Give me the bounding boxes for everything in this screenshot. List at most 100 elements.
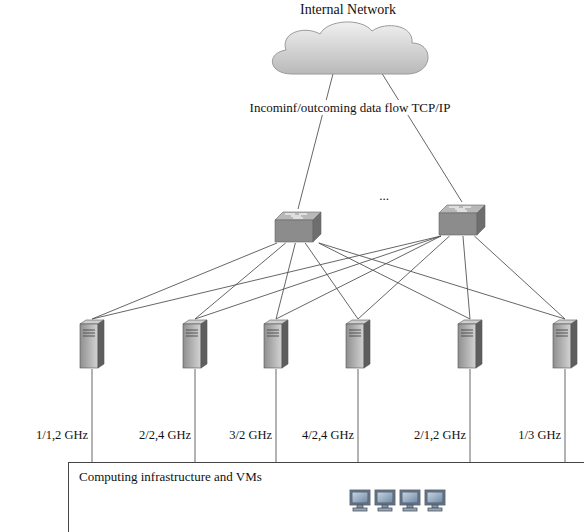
ellipsis-mark: ... (379, 188, 389, 203)
server-speed-label: 2/1,2 GHz (414, 428, 466, 443)
switch-arrow (455, 208, 465, 209)
switch-arrow (293, 217, 303, 218)
network-link (276, 369, 277, 463)
network-link (358, 236, 450, 319)
switch-arrow (457, 210, 467, 211)
server-icon (262, 318, 290, 370)
server-slot (186, 333, 198, 334)
flow-label-box: ... (366, 186, 402, 204)
server-side (476, 320, 482, 368)
server-node: 1/3 GHz (518, 318, 579, 443)
network-link (382, 74, 462, 202)
server-front (458, 324, 476, 368)
server-slot (83, 336, 95, 337)
network-link (319, 243, 470, 319)
network-link (474, 236, 565, 319)
server-slot (556, 330, 568, 331)
network-switch (437, 201, 487, 237)
server-icon (181, 318, 209, 370)
network-link (195, 243, 286, 319)
vm-monitor (375, 490, 395, 511)
server-side (282, 320, 288, 368)
server-node: 2/1,2 GHz (414, 318, 484, 443)
vm-monitor (425, 490, 445, 511)
switch-front (439, 213, 477, 235)
switch-icon (273, 208, 323, 244)
server-front (183, 324, 201, 368)
server-slot (349, 333, 361, 334)
server-speed-label: 1/3 GHz (518, 428, 561, 443)
vm-monitors (350, 490, 445, 511)
server-side (98, 320, 104, 368)
network-link (463, 236, 470, 319)
server-node: 4/2,4 GHz (302, 318, 372, 443)
switch-arrow (285, 213, 295, 214)
network-link (276, 243, 295, 319)
server-slot (461, 336, 473, 337)
flow-label-box: Incominf/outcoming data flow TCP/IP (245, 98, 455, 116)
switch-arrow (463, 206, 471, 207)
switch-icon (437, 201, 487, 237)
server-icon (551, 318, 579, 370)
region-title: Computing infrastructure and VMs (79, 469, 269, 485)
server-speed-label: 3/2 GHz (229, 428, 272, 443)
network-link (358, 369, 359, 463)
network-link (565, 369, 566, 463)
server-slot (186, 336, 198, 337)
server-slot (83, 333, 95, 334)
server-slot (186, 330, 198, 331)
server-node: 2/2,4 GHz (139, 318, 209, 443)
server-slot (267, 336, 279, 337)
server-side (201, 320, 207, 368)
server-node: 1/1,2 GHz (36, 318, 106, 443)
server-icon (344, 318, 372, 370)
server-speed-label: 4/2,4 GHz (302, 428, 354, 443)
server-icon (456, 318, 484, 370)
network-link (319, 243, 565, 319)
network-link (470, 369, 471, 463)
data-flow-label: Incominf/outcoming data flow TCP/IP (250, 100, 451, 115)
server-side (571, 320, 577, 368)
vm-monitor (400, 490, 420, 511)
server-side (364, 320, 370, 368)
server-front (80, 324, 98, 368)
server-front (553, 324, 571, 368)
network-link (276, 236, 441, 319)
server-slot (556, 333, 568, 334)
vm-monitor (350, 490, 370, 511)
server-slot (267, 333, 279, 334)
network-switch (273, 208, 323, 244)
cloud-shape (262, 19, 434, 77)
switch-arrow (291, 215, 301, 216)
server-icon (78, 318, 106, 370)
switch-side (477, 205, 485, 235)
server-speed-label: 2/2,4 GHz (139, 428, 191, 443)
server-slot (83, 330, 95, 331)
network-link (298, 74, 333, 209)
connector-group (92, 74, 565, 463)
network-cloud: Internal Network (262, 2, 434, 77)
network-link (92, 236, 441, 319)
server-front (264, 324, 282, 368)
switch-side (313, 212, 321, 242)
server-node: 3/2 GHz (229, 318, 290, 443)
computing-region: Computing infrastructure and VMs (68, 462, 584, 532)
switch-arrow (449, 206, 459, 207)
network-link (92, 243, 277, 319)
cloud-title: Internal Network (262, 2, 434, 19)
server-slot (461, 330, 473, 331)
server-slot (267, 330, 279, 331)
cloud-outline (272, 22, 428, 74)
network-link (92, 369, 93, 463)
network-link (305, 243, 358, 319)
server-slot (556, 336, 568, 337)
server-speed-label: 1/1,2 GHz (36, 428, 88, 443)
server-slot (349, 330, 361, 331)
server-slot (349, 336, 361, 337)
network-link (195, 369, 196, 463)
server-slot (461, 333, 473, 334)
switch-front (275, 220, 313, 242)
switch-arrow (299, 213, 307, 214)
